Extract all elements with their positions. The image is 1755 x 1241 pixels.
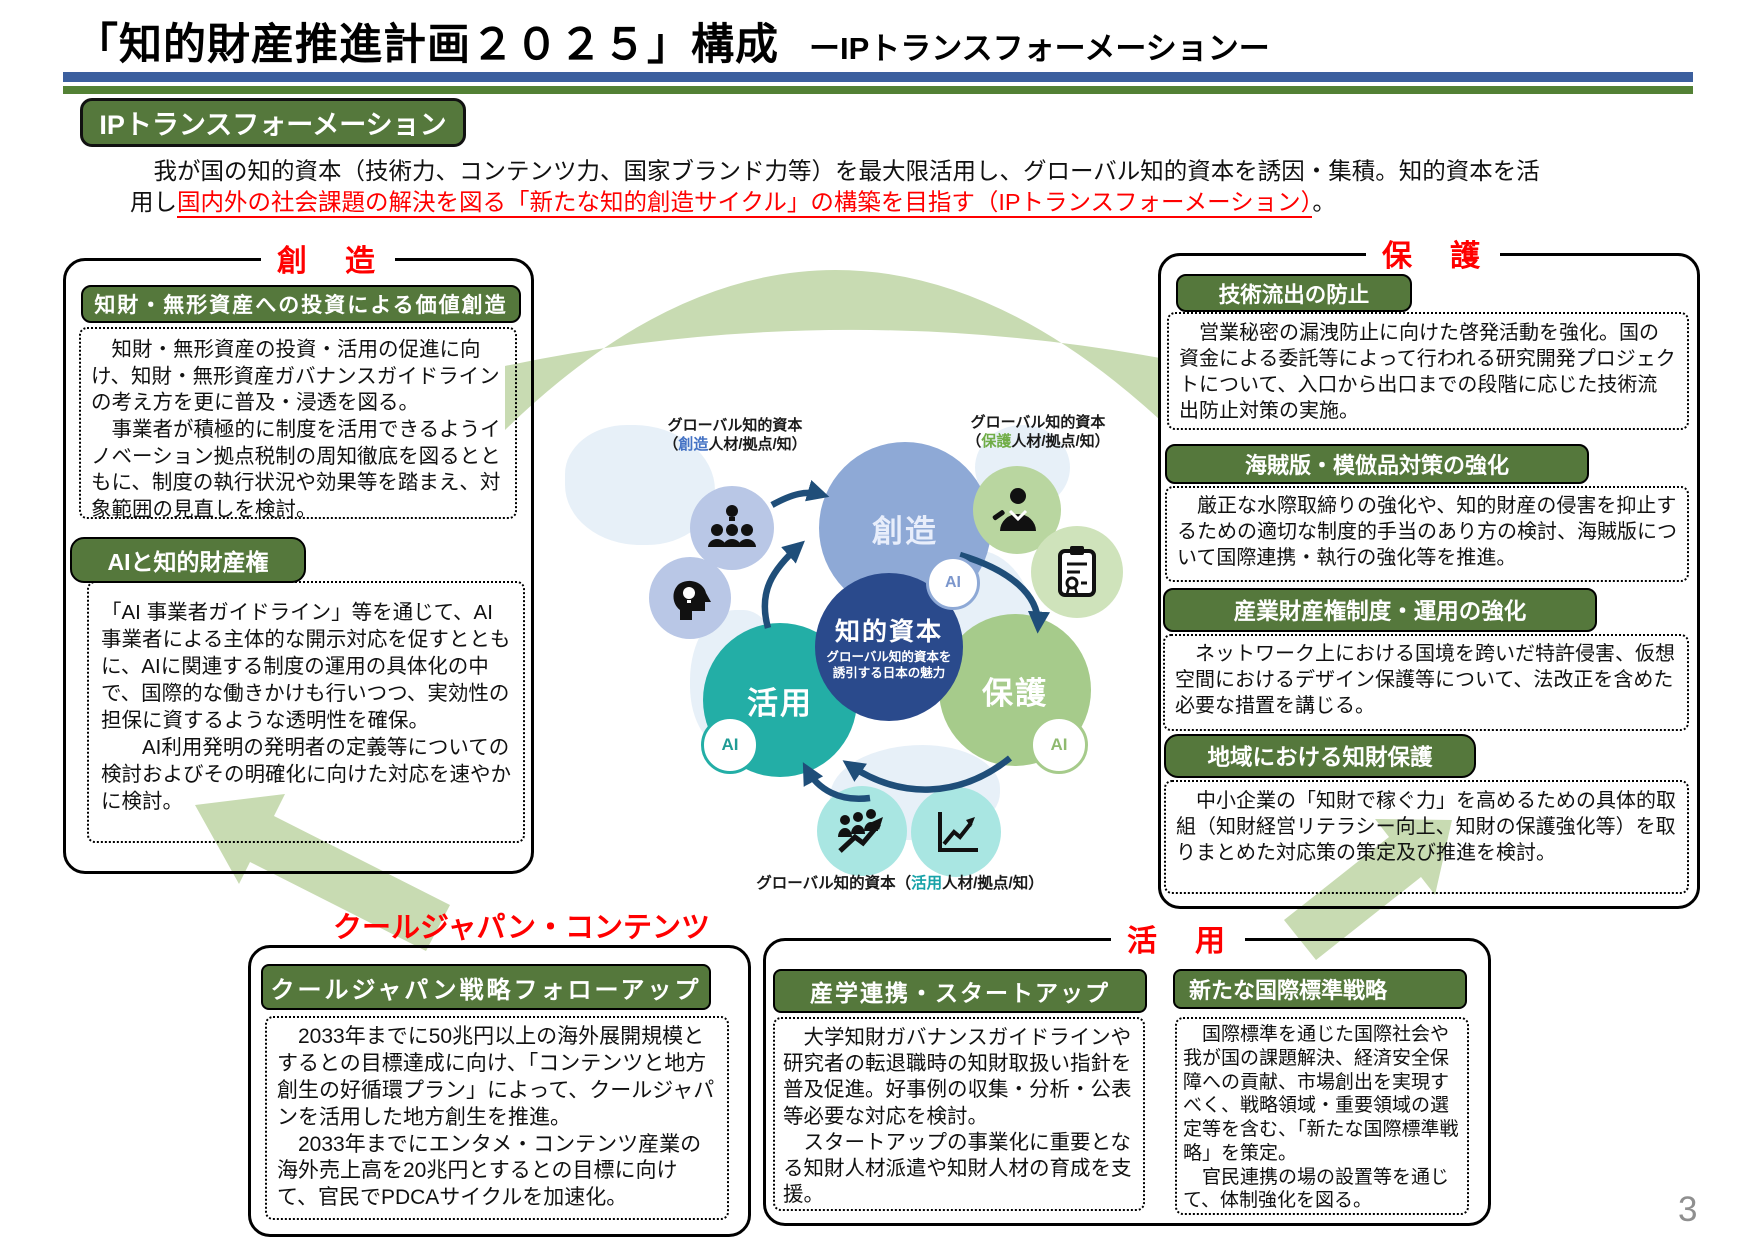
section-protection: 保 護 技術流出の防止 営業秘密の漏洩防止に向けた啓発活動を強化。国の資金による… bbox=[1158, 240, 1700, 909]
growth-chart-circle bbox=[911, 787, 1001, 877]
page-title: 「知的財産推進計画２０２５」構成 bbox=[75, 21, 779, 69]
capital-circle-subtitle: グローバル知的資本を 誘引する日本の魅力 bbox=[826, 650, 952, 680]
protection-heading-2: 海賊版・模倣品対策の強化 bbox=[1165, 444, 1589, 484]
idea-people-circle bbox=[690, 486, 774, 570]
creation-circle-label: 創造 bbox=[872, 513, 938, 549]
caption-protect-line1: グローバル知的資本 bbox=[970, 414, 1106, 431]
header: 「知的財産推進計画２０２５」構成ーIPトランスフォーメーションー bbox=[75, 10, 1270, 72]
caption-use-keyword: 活用 bbox=[911, 875, 943, 892]
cooljapan-heading: クールジャパン戦略フォローアップ bbox=[261, 964, 711, 1010]
people-growth-icon bbox=[838, 809, 883, 853]
caption-create-line1: グローバル知的資本 bbox=[667, 417, 803, 434]
caption-use-pre: グローバル知的資本（ bbox=[756, 875, 912, 892]
idea-people-icon bbox=[708, 505, 756, 547]
creation-heading-1: 知財・無形資産への投資による価値創造 bbox=[81, 285, 521, 323]
section-protection-title: 保 護 bbox=[1366, 240, 1500, 273]
capital-circle-title: 知的資本 bbox=[834, 618, 943, 647]
thinking-head-circle bbox=[649, 557, 731, 639]
caption-protect-line2: （保護人材/拠点/知） bbox=[943, 433, 1133, 452]
creation-body-1: 知財・無形資産の投資・活用の促進に向け、知財・無形資産ガバナンスガイドラインの考… bbox=[79, 327, 517, 521]
utilization-body-1: 大学知財ガバナンスガイドラインや研究者の転退職時の知財取扱い指針を普及促進。好事… bbox=[773, 1017, 1145, 1211]
use-circle-label: 活用 bbox=[747, 685, 813, 721]
creation-heading-2: AIと知的財産権 bbox=[70, 537, 306, 583]
page-number: 3 bbox=[1678, 1190, 1698, 1229]
protection-body-1: 営業秘密の漏洩防止に向けた啓発活動を強化。国の資金による委託等によって行われる研… bbox=[1167, 312, 1689, 430]
ai-badge-protect-label: AI bbox=[1050, 735, 1068, 754]
caption-protect-keyword: 保護 bbox=[981, 432, 1012, 450]
protection-body-3: ネットワーク上における国境を跨いだ特許侵害、仮想空間におけるデザイン保護等につい… bbox=[1163, 634, 1689, 731]
arrow-use-to-create bbox=[761, 540, 805, 629]
section-cooljapan: クールジャパン戦略フォローアップ 2033年までに50兆円以上の海外展開規模とす… bbox=[248, 945, 751, 1237]
caption-protect-paren: （ bbox=[966, 432, 982, 450]
growth-chart-icon bbox=[938, 812, 978, 852]
caption-create-line2: （創造人材/拠点/知） bbox=[640, 436, 830, 455]
utilization-heading-1: 産学連携・スタートアップ bbox=[773, 969, 1147, 1013]
section-utilization: 活 用 産学連携・スタートアップ 大学知財ガバナンスガイドラインや研究者の転退職… bbox=[763, 925, 1491, 1226]
certificate-circle bbox=[1031, 526, 1123, 618]
ai-badge-use: AI bbox=[701, 716, 759, 774]
caption-create-rest: 人材/拠点/知） bbox=[708, 435, 807, 453]
caption-protect-rest: 人材/拠点/知） bbox=[1011, 432, 1110, 450]
protect-circle-label: 保護 bbox=[982, 675, 1048, 711]
protection-body-4: 中小企業の「知財で稼ぐ力」を高めるための具体的取組（知財経営リテラシー向上、知財… bbox=[1164, 780, 1689, 894]
section-creation: 創 造 知財・無形資産への投資による価値創造 知財・無形資産の投資・活用の促進に… bbox=[63, 245, 534, 874]
certificate-icon bbox=[1058, 546, 1096, 597]
utilization-body-2: 国際標準を通じた国際社会や我が国の課題解決、経済安全保障への貢献、市場創出を実現… bbox=[1175, 1017, 1469, 1215]
section-utilization-title: 活 用 bbox=[1111, 925, 1245, 958]
title-rule-green bbox=[63, 86, 1693, 94]
cooljapan-body: 2033年までに50兆円以上の海外展開規模とするとの目標達成に向け、「コンテンツ… bbox=[265, 1016, 729, 1220]
ai-badge-use-label: AI bbox=[721, 735, 739, 754]
intro-paragraph: 我が国の知的資本（技術力、コンテンツ力、国家ブランド力等）を最大限活用し、グロー… bbox=[130, 156, 1675, 218]
section-creation-title: 創 造 bbox=[261, 245, 395, 278]
people-growth-circle bbox=[817, 786, 907, 876]
caption-create-paren: （ bbox=[663, 435, 679, 453]
caption-create-keyword: 創造 bbox=[678, 435, 709, 453]
utilization-heading-2: 新たな国際標準戦略 bbox=[1173, 969, 1467, 1009]
protection-heading-3: 産業財産権制度・運用の強化 bbox=[1163, 588, 1597, 632]
swoosh-arc bbox=[505, 269, 1160, 430]
page-subtitle: ーIPトランスフォーメーションー bbox=[809, 31, 1270, 66]
section-cooljapan-title: クールジャパン・コンテンツ bbox=[333, 912, 711, 944]
ai-badge-protect: AI bbox=[1030, 716, 1088, 774]
intro-text-red-underlined: 国内外の社会課題の解決を図る「新たな知的創造サイクル」の構築を目指す（IPトラン… bbox=[177, 189, 1313, 218]
protection-body-2: 厳正な水際取締りの強化や、知的財産の侵害を抑止するための適切な制度的手当のあり方… bbox=[1165, 486, 1689, 582]
caption-global-capital-use: グローバル知的資本（活用人材/拠点/知） bbox=[735, 874, 1065, 893]
caption-global-capital-create: グローバル知的資本 （創造人材/拠点/知） bbox=[640, 417, 830, 455]
caption-use-rest: 人材/拠点/知） bbox=[942, 875, 1044, 892]
ip-transformation-badge: IPトランスフォーメーション bbox=[80, 98, 466, 147]
businessman-icon bbox=[992, 488, 1036, 531]
intro-text-period: 。 bbox=[1312, 189, 1336, 215]
ai-badge-create-label: AI bbox=[945, 574, 961, 591]
protection-heading-4: 地域における知財保護 bbox=[1164, 734, 1476, 778]
title-rule-blue bbox=[63, 72, 1693, 82]
ai-badge-create: AI bbox=[926, 556, 980, 610]
intro-text-black: 我が国の知的資本（技術力、コンテンツ力、国家ブランド力等）を最大限活用し、グロー… bbox=[130, 158, 1540, 215]
creation-body-2: 「AI 事業者ガイドライン」等を通じて、AI事業者による主体的な開示対応を促すと… bbox=[87, 581, 525, 843]
arrow-people-to-create bbox=[770, 480, 830, 508]
caption-global-capital-protect: グローバル知的資本 （保護人材/拠点/知） bbox=[943, 414, 1133, 452]
protection-heading-1: 技術流出の防止 bbox=[1176, 274, 1412, 312]
thinking-head-icon bbox=[673, 580, 711, 620]
